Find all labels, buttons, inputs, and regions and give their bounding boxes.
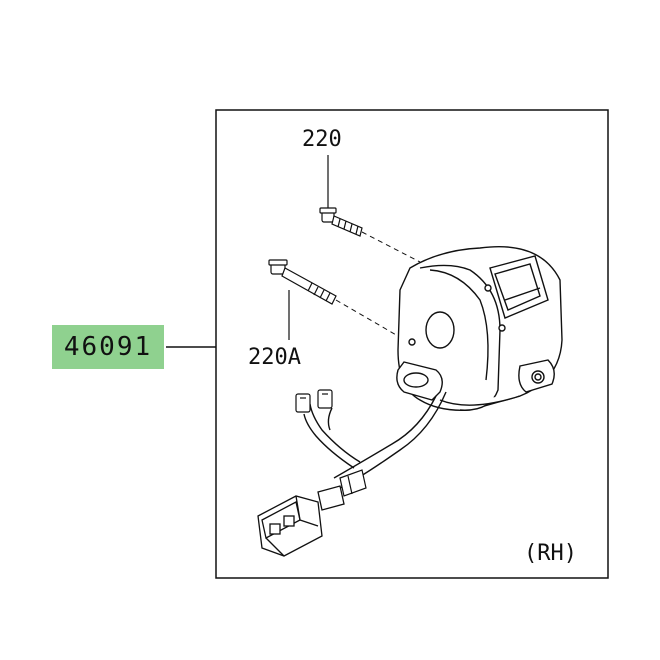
cable-sleeve	[339, 469, 367, 497]
main-part-number: 46091	[63, 332, 153, 362]
screw-220-icon	[319, 207, 363, 237]
handlebar-switch-housing	[396, 246, 563, 411]
main-connector-icon	[257, 485, 345, 557]
small-connector-icon	[295, 389, 333, 413]
screw-220a-icon	[268, 259, 337, 305]
side-marker: (RH)	[524, 541, 577, 566]
callout-220: 220	[302, 127, 342, 152]
callout-220a: 220A	[248, 345, 301, 370]
diagram-frame	[215, 109, 609, 579]
part-number-label-highlight: 46091	[52, 325, 164, 369]
